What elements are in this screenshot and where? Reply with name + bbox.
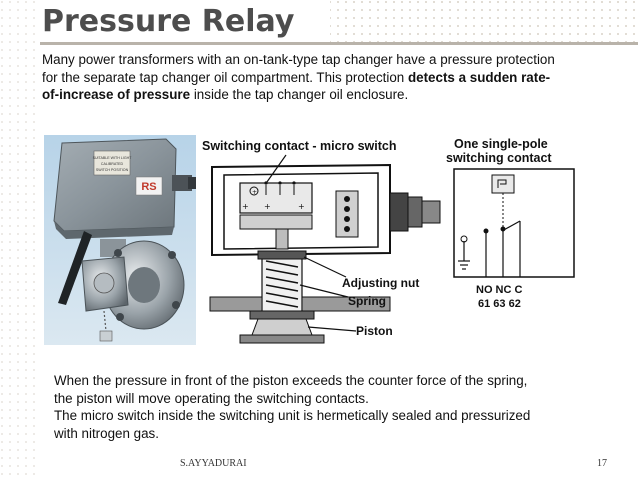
caption-text: When the pressure in front of the piston… bbox=[44, 368, 590, 442]
terminal-numbers: 61 63 62 bbox=[478, 298, 521, 310]
single-pole-schematic bbox=[453, 168, 575, 278]
photo-logo: RS bbox=[141, 181, 156, 193]
svg-text:+: + bbox=[298, 202, 305, 211]
caption-line-4: with nitrogen gas. bbox=[54, 425, 159, 441]
single-pole-label-line-2: switching contact bbox=[446, 151, 552, 165]
caption-line-3: The micro switch inside the switching un… bbox=[54, 408, 531, 423]
caption-box: When the pressure in front of the piston… bbox=[44, 368, 590, 454]
photo-plate-line-1: SUITABLE WITH LIGHT bbox=[93, 156, 133, 160]
adjusting-nut-label: Adjusting nut bbox=[342, 276, 419, 290]
piston-pointer bbox=[307, 326, 357, 332]
piston-label: Piston bbox=[356, 324, 393, 338]
switching-contact-label: Switching contact - micro switch bbox=[202, 139, 396, 153]
slide-title: Pressure Relay bbox=[42, 4, 295, 39]
pressure-relay-photo: SUITABLE WITH LIGHT CALIBRATED SWITCH PO… bbox=[44, 135, 198, 345]
caption-line-1: When the pressure in front of the piston… bbox=[54, 373, 528, 388]
footer-author: S.AYYADURAI bbox=[180, 458, 247, 469]
photo-plate-line-3: SWITCH POSITION bbox=[96, 168, 129, 172]
intro-bold-text: detects a sudden rate-of-increase of pre… bbox=[42, 69, 551, 103]
spring-label: Spring bbox=[348, 294, 386, 308]
page-number: 17 bbox=[597, 458, 607, 469]
caption-line-2: the piston will move operating the switc… bbox=[54, 390, 369, 406]
intro-paragraph: Many power transformers with an on-tank-… bbox=[42, 51, 562, 104]
photo-plate-line-2: CALIBRATED bbox=[101, 162, 124, 166]
svg-text:+: + bbox=[252, 189, 257, 196]
terminal-names: NO NC C bbox=[476, 284, 523, 296]
spring-pointer bbox=[299, 284, 349, 298]
title-divider bbox=[40, 42, 638, 45]
pressure-relay-diagram: Switching contact - micro switch + + + + bbox=[196, 135, 590, 345]
adjusting-nut-pointer bbox=[303, 256, 347, 278]
intro-text-1: Many power transformers with an on-tank-… bbox=[42, 52, 555, 85]
svg-text:+: + bbox=[242, 202, 249, 211]
spring-coils bbox=[265, 260, 299, 308]
intro-text-2: inside the tap changer oil enclosure. bbox=[190, 87, 409, 102]
single-pole-label-line-1: One single-pole bbox=[454, 137, 548, 151]
svg-text:+: + bbox=[264, 202, 271, 211]
